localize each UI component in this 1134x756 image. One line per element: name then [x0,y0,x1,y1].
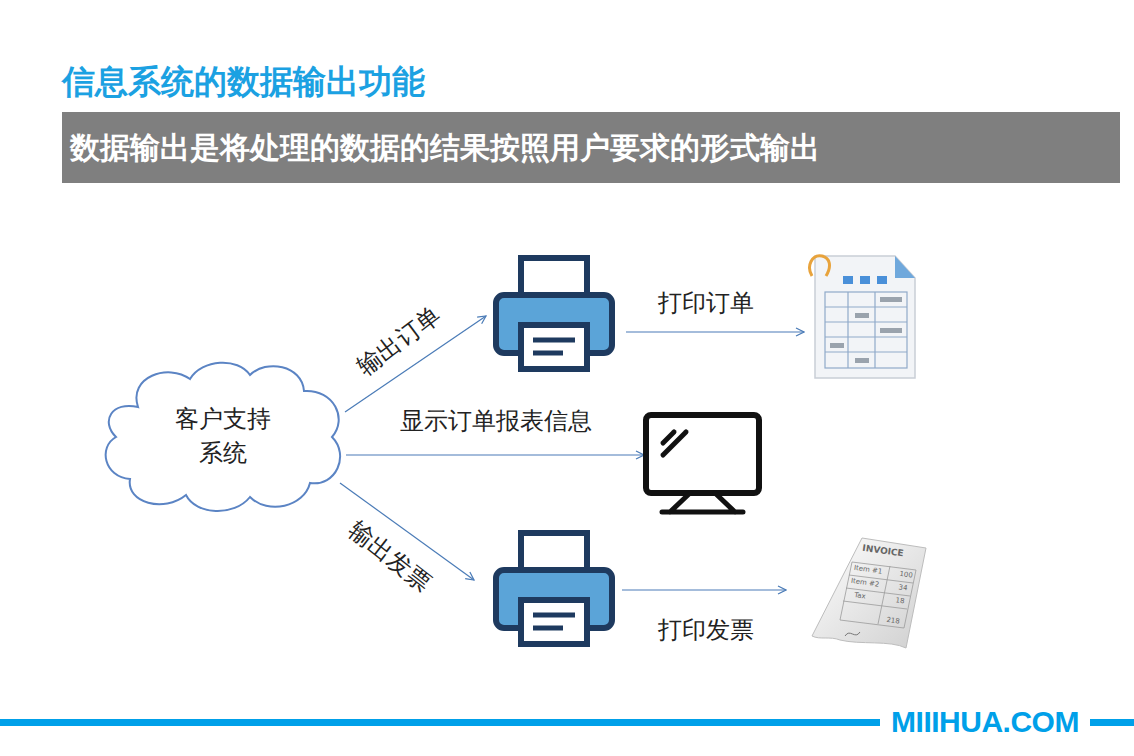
invoice-text: Item #1 [853,564,882,576]
invoice-text: 218 [886,616,900,626]
order-document-icon [810,256,915,378]
monitor-icon [646,415,759,512]
flow-label: 输出订单 [352,301,446,382]
flow-label: 打印订单 [658,289,754,318]
node-text: 客户支持 系统 [171,402,274,470]
subtitle-text: 数据输出是将处理的数据的结果按照用户要求的形式输出 [62,112,1120,183]
flow-label: 显示订单报表信息 [400,407,592,436]
subtitle-band: 数据输出是将处理的数据的结果按照用户要求的形式输出 [62,112,1120,183]
invoice-text: Tax [854,591,867,601]
flow-label: 打印发票 [658,616,754,645]
invoice-icon [812,538,926,648]
cloud-outline [98,355,348,517]
printer-icon [496,258,612,369]
invoice-text: Item #2 [850,577,879,589]
flow-label: 输出发票 [343,516,436,598]
invoice-text: 34 [898,583,908,593]
footer-bar [0,719,880,726]
footer-bar [1090,719,1134,726]
slide-title: 信息系统的数据输出功能 [62,62,425,102]
flow-lines [340,316,804,590]
cloud-node: 客户支持 系统 [98,355,348,517]
invoice-text: 100 [899,570,913,580]
watermark: MIIIHUA.COM [889,704,1081,740]
invoice-text: INVOICE [862,543,905,559]
printer-icon [496,533,612,644]
invoice-text: 18 [895,596,905,606]
